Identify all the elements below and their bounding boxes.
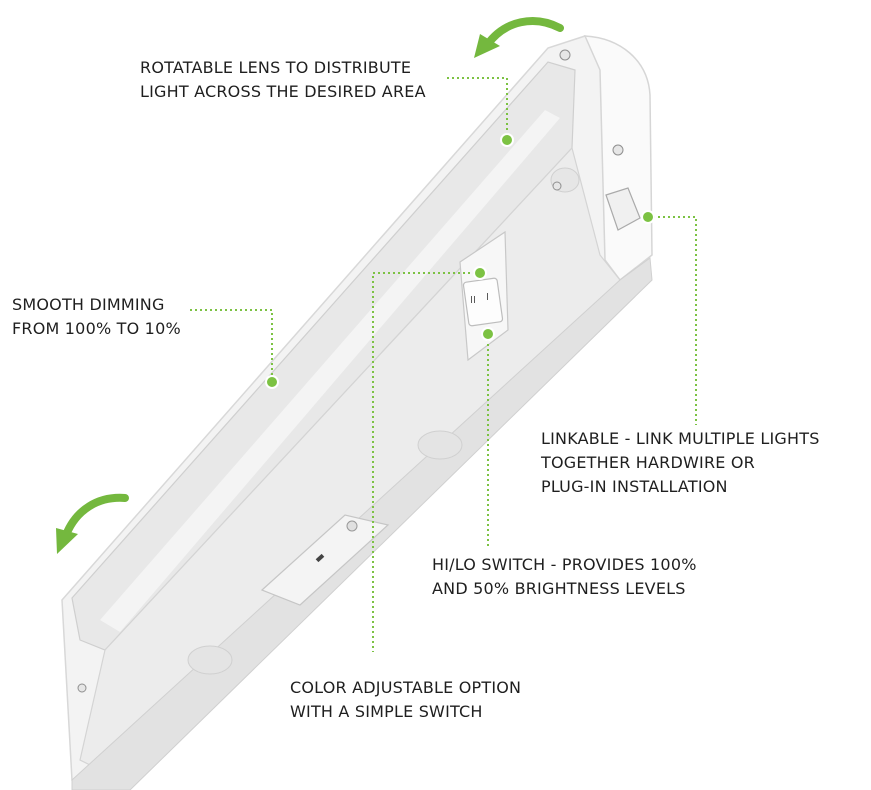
callout-line: FROM 100% TO 10%: [12, 319, 181, 338]
knockout-hole: [187, 645, 233, 675]
callout-dot-color: [473, 266, 487, 280]
switch-mark-bottom: I: [486, 292, 489, 303]
callout-dot-lens: [500, 133, 514, 147]
callout-line: ROTATABLE LENS TO DISTRIBUTE: [140, 58, 412, 77]
callout-line: LIGHT ACROSS THE DESIRED AREA: [140, 82, 426, 101]
callout-line: PLUG-IN INSTALLATION: [541, 477, 728, 496]
callout-color-adjustable: COLOR ADJUSTABLE OPTION WITH A SIMPLE SW…: [290, 676, 521, 724]
callout-line: COLOR ADJUSTABLE OPTION: [290, 678, 522, 697]
callout-dot-hilo: [481, 327, 495, 341]
leader-line-dimming: [190, 309, 273, 382]
callout-line: AND 50% BRIGHTNESS LEVELS: [432, 579, 686, 598]
color-switch-plate: [260, 514, 390, 606]
callout-dot-dimming: [265, 375, 279, 389]
callout-line: SMOOTH DIMMING: [12, 295, 165, 314]
screw: [552, 181, 562, 191]
callout-smooth-dimming: SMOOTH DIMMING FROM 100% TO 10%: [12, 293, 181, 341]
callout-linkable: LINKABLE - LINK MULTIPLE LIGHTS TOGETHER…: [541, 427, 820, 499]
color-switch-slider: [315, 553, 325, 563]
screw: [77, 683, 87, 693]
screw: [612, 144, 624, 156]
switch-mark-top: II: [470, 295, 476, 306]
callout-line: WITH A SIMPLE SWITCH: [290, 702, 483, 721]
callout-rotatable-lens: ROTATABLE LENS TO DISTRIBUTE LIGHT ACROS…: [140, 56, 426, 104]
lens-highlight: [100, 110, 560, 632]
callout-line: LINKABLE - LINK MULTIPLE LIGHTS: [541, 429, 820, 448]
callout-line: TOGETHER HARDWIRE OR: [541, 453, 755, 472]
callout-hilo-switch: HI/LO SWITCH - PROVIDES 100% AND 50% BRI…: [432, 553, 697, 601]
screw: [559, 49, 571, 61]
leader-line-lens: [447, 77, 508, 140]
link-connector-port: [605, 187, 641, 231]
leader-line-linkable: [648, 216, 697, 425]
knockout-hole: [417, 430, 463, 460]
callout-dot-linkable: [641, 210, 655, 224]
light-fixture: II I: [61, 35, 653, 790]
hilo-switch: [462, 277, 504, 327]
rotate-arrow-icon: [56, 493, 129, 554]
callout-line: HI/LO SWITCH - PROVIDES 100%: [432, 555, 697, 574]
screw: [346, 520, 358, 532]
rotate-arrow-icon: [474, 17, 564, 58]
leader-line-color: [372, 272, 480, 652]
